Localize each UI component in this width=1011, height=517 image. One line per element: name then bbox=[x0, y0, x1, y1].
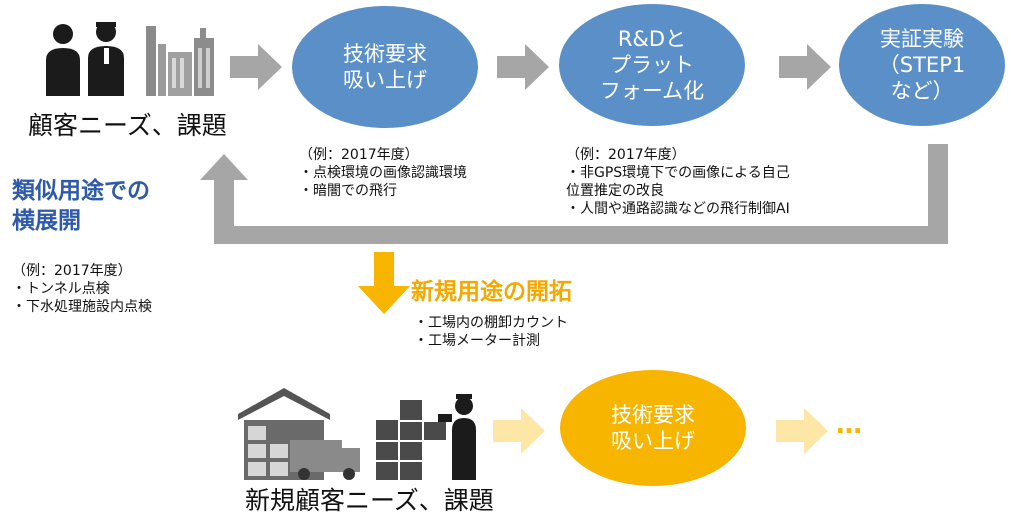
tech-note: （例：2017年度） 点検環境の画像認識環境 暗闇での飛行 bbox=[299, 146, 467, 200]
tech-note-item: 点検環境の画像認識環境 bbox=[299, 164, 467, 182]
new-customer-needs-label: 新規顧客ニーズ、課題 bbox=[245, 486, 494, 515]
new-use-note-item: 工場内の棚卸カウント bbox=[414, 314, 568, 332]
new-tech-requirement-ellipse: 技術要求 吸い上げ bbox=[560, 370, 746, 486]
rnd-note-item: 非GPS環境下での画像による自己 位置推定の改良 bbox=[566, 164, 790, 200]
similar-note-item: 下水処理施設内点検 bbox=[12, 298, 152, 316]
feedback-loop-arrow bbox=[200, 144, 948, 244]
gray-arrow-3 bbox=[779, 44, 831, 90]
similar-use-heading: 類似用途での 横展開 bbox=[12, 178, 150, 234]
light-gold-arrow-2 bbox=[776, 408, 828, 454]
rnd-note-title: （例：2017年度） bbox=[566, 147, 686, 163]
customer-needs-label: 顧客ニーズ、課題 bbox=[28, 111, 227, 140]
tech-requirement-ellipse: 技術要求 吸い上げ bbox=[292, 6, 478, 128]
rnd-note-item: 人間や通路認識などの飛行制御AI bbox=[566, 200, 790, 218]
rnd-note: （例：2017年度） 非GPS環境下での画像による自己 位置推定の改良 人間や通… bbox=[566, 146, 790, 218]
similar-use-note: （例：2017年度） トンネル点検 下水処理施設内点検 bbox=[12, 262, 152, 316]
boxes-worker-icon bbox=[376, 380, 482, 480]
tech-note-title: （例：2017年度） bbox=[299, 147, 419, 163]
gray-arrow-2 bbox=[497, 44, 549, 90]
rnd-platform-ellipse: R&Dと プラット フォーム化 bbox=[559, 4, 745, 126]
similar-note-title: （例：2017年度） bbox=[12, 263, 132, 279]
gray-arrow-1 bbox=[230, 44, 282, 90]
new-use-heading: 新規用途の開拓 bbox=[411, 279, 572, 305]
similar-note-item: トンネル点検 bbox=[12, 280, 152, 298]
new-use-note: 工場内の棚卸カウント 工場メーター計測 bbox=[414, 314, 568, 350]
factory-icon bbox=[140, 18, 220, 96]
warehouse-truck-icon bbox=[234, 384, 364, 480]
pilot-test-ellipse: 実証実験 （STEP1 など） bbox=[839, 4, 1005, 126]
tech-note-item: 暗闇での飛行 bbox=[299, 182, 467, 200]
customer-people-icon bbox=[38, 18, 138, 96]
gold-down-arrow bbox=[358, 252, 410, 314]
new-use-note-item: 工場メーター計測 bbox=[414, 332, 568, 350]
light-gold-arrow-1 bbox=[493, 408, 545, 454]
continuation-ellipsis: … bbox=[836, 410, 864, 440]
